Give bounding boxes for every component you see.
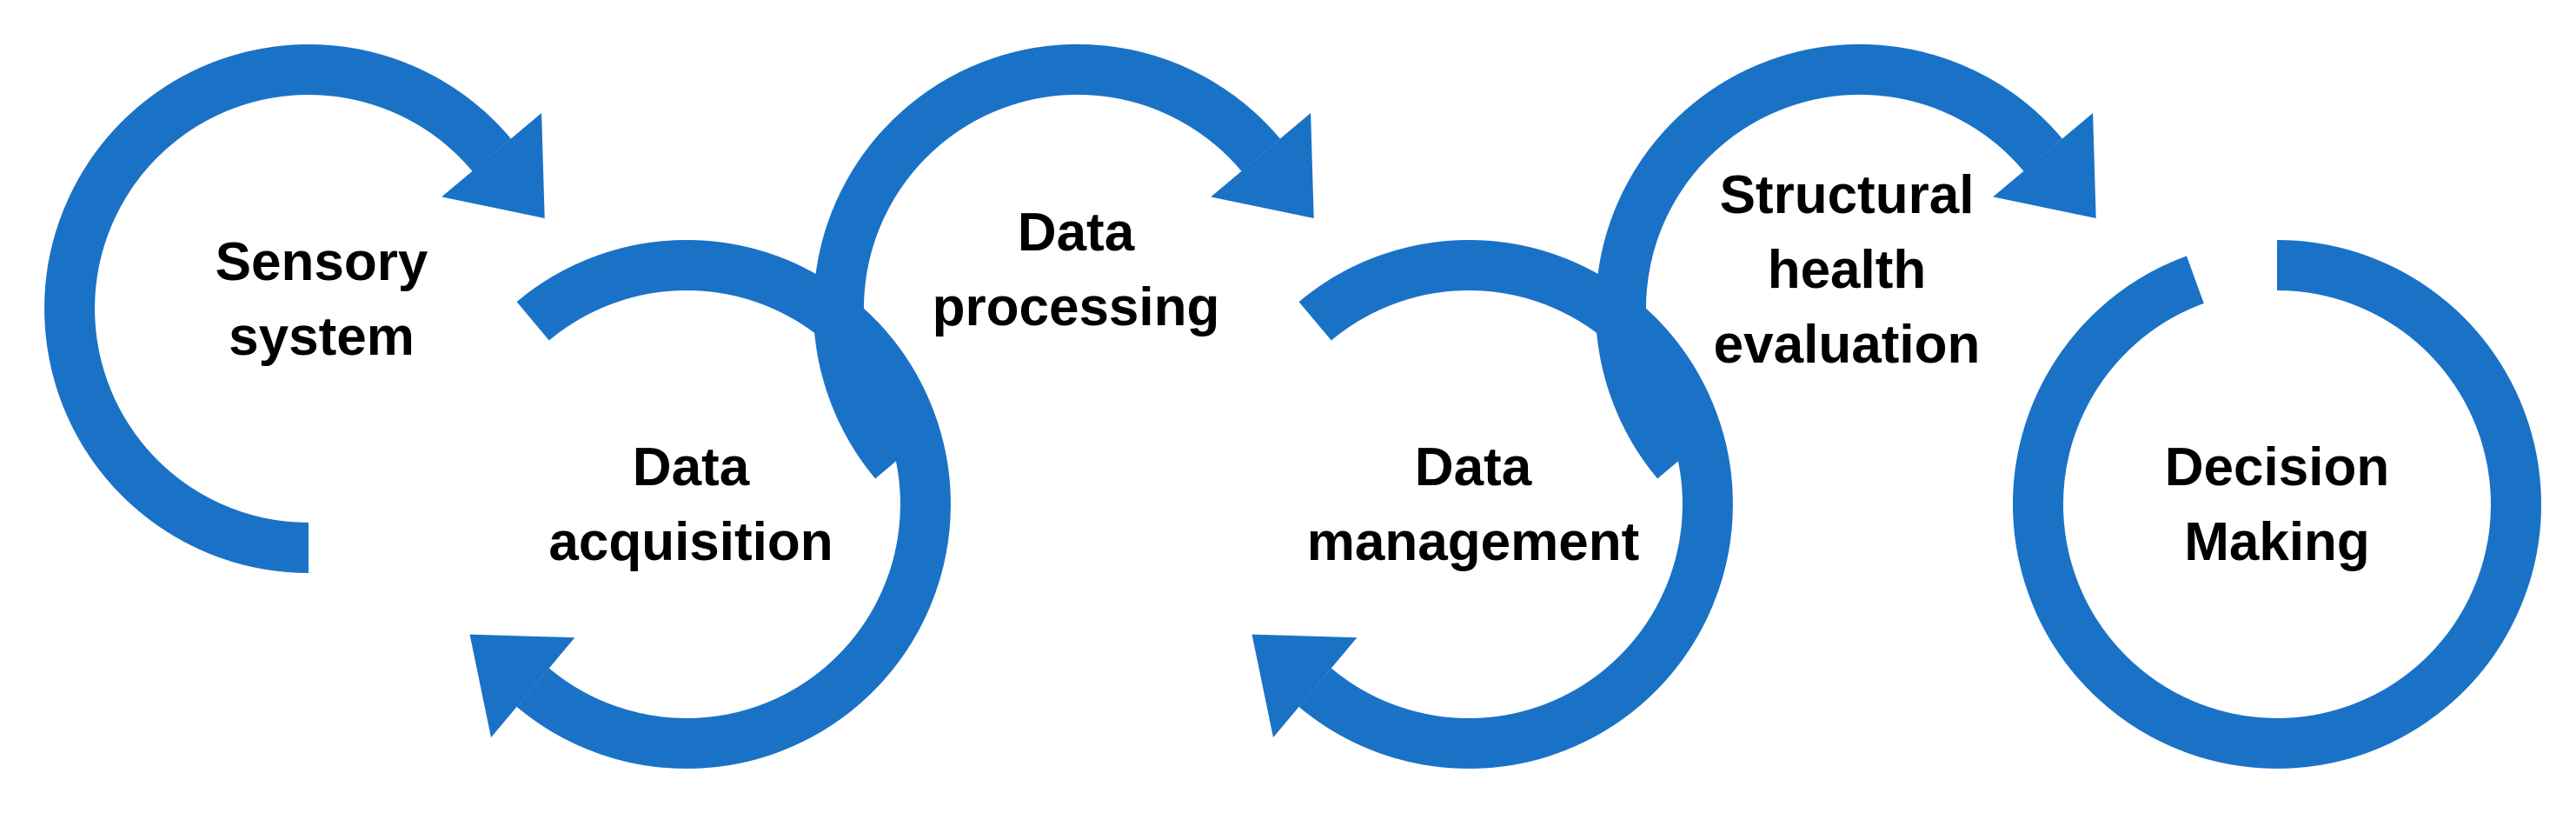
step-label-sensory-system: Sensory system: [216, 232, 428, 367]
arrowhead-icon-data-processing: [1211, 113, 1314, 218]
arrowhead-icon-sensory-system: [442, 113, 545, 218]
step-label-data-acquisition: Data acquisition: [548, 437, 833, 572]
step-label-line: management: [1307, 512, 1639, 572]
step-label-line: acquisition: [548, 512, 833, 572]
step-label-line: evaluation: [1714, 315, 1981, 375]
cycle-arc-structural-health-evaluation: [1595, 44, 2062, 479]
arrowhead-icon-data-acquisition: [469, 634, 575, 738]
step-label-line: Making: [2184, 512, 2370, 572]
step-label-line: Structural: [1720, 165, 1975, 225]
cycle-rings: [44, 44, 2541, 769]
cycle-arc-data-processing: [813, 44, 1280, 479]
step-label-line: health: [1768, 240, 1927, 300]
step-label-line: Data: [633, 437, 750, 497]
step-label-data-management: Data management: [1307, 437, 1639, 572]
step-label-line: system: [229, 307, 415, 367]
cycle-arc-data-acquisition: [516, 240, 951, 769]
arrowhead-icon-data-management: [1251, 634, 1358, 738]
cycle-arc-data-management: [1298, 240, 1733, 769]
step-label-structural-health-evaluation: Structural health evaluation: [1714, 165, 1981, 375]
step-label-data-processing: Data processing: [933, 203, 1220, 337]
cycle-arc-sensory-system: [44, 44, 511, 573]
step-label-line: Data: [1018, 203, 1135, 263]
step-label-line: Decision: [2165, 437, 2389, 497]
arrowhead-icon-structural-health-evaluation: [1993, 113, 2096, 218]
step-label-line: Sensory: [216, 232, 428, 292]
step-label-line: Data: [1415, 437, 1532, 497]
step-label-line: processing: [933, 277, 1220, 337]
cycle-arc-decision-making: [2013, 240, 2541, 769]
